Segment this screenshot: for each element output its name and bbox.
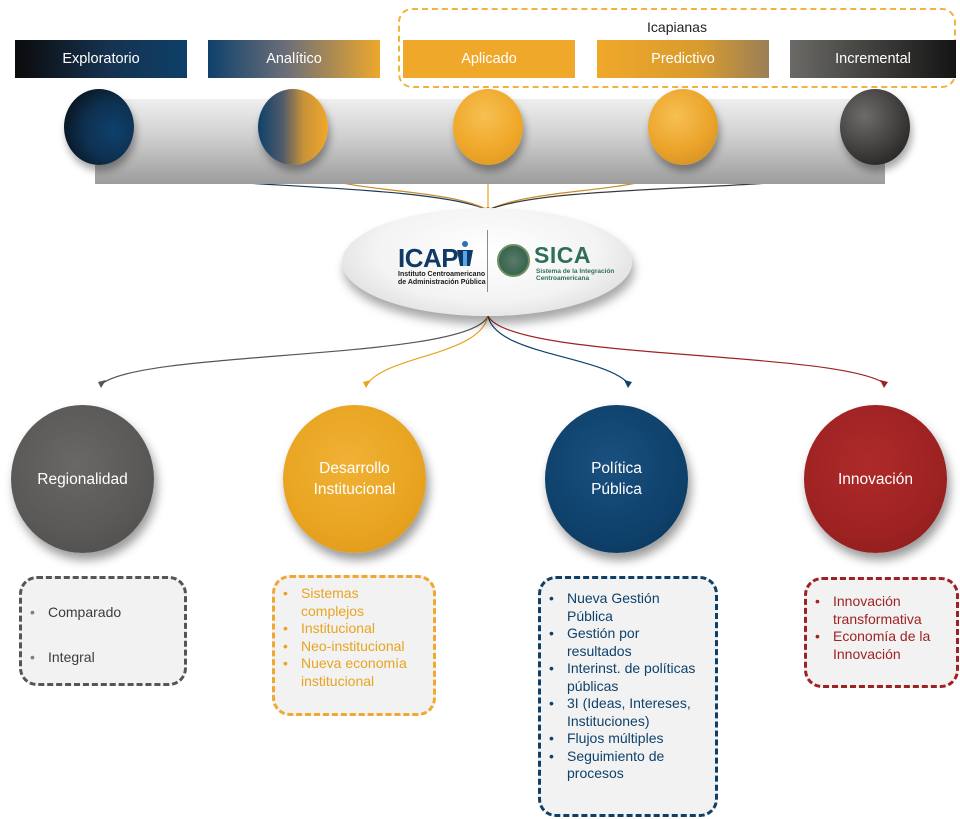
icap-subtitle-line2: de Administración Pública xyxy=(398,279,486,286)
ball-incremental xyxy=(840,89,910,165)
list-item: Nueva economía institucional xyxy=(275,655,433,690)
list-item: Sistemas complejos xyxy=(275,585,433,620)
icap-figure-icon xyxy=(457,241,473,266)
list-item: Gestión por resultados xyxy=(541,625,715,660)
arrowhead-innovacion xyxy=(880,380,888,388)
circle-innovacion-line1: Innovación xyxy=(838,470,913,488)
box-innovacion: Innovación transformativa Economía de la… xyxy=(804,577,959,688)
label-incremental: Incremental xyxy=(790,40,956,78)
list-item: Interinst. de políticas públicas xyxy=(541,660,715,695)
circle-innovacion: Innovación xyxy=(804,405,947,553)
list-item: Nueva Gestión Pública xyxy=(541,590,715,625)
circle-politica-line2: Pública xyxy=(591,481,642,498)
sica-seal-icon xyxy=(497,244,530,277)
circle-desarrollo-line2: Institucional xyxy=(313,481,396,498)
list-item: Comparado xyxy=(22,590,184,635)
list-item: Institucional xyxy=(275,620,433,638)
icap-subtitle-line1: Instituto Centroamericano xyxy=(398,271,486,278)
list-item: Economía de la Innovación xyxy=(807,628,956,663)
sica-subtitle-line1: Sistema de la Integración xyxy=(536,268,615,275)
connector-politica xyxy=(487,315,629,384)
box-politica-publica: Nueva Gestión Pública Gestión por result… xyxy=(538,576,718,817)
list-item: Integral xyxy=(22,635,184,680)
circle-desarrollo-line1: Desarrollo xyxy=(319,460,390,477)
arrowhead-politica xyxy=(624,380,632,388)
label-predictivo: Predictivo xyxy=(597,40,769,78)
icap-subtitle: Instituto Centroamericano de Administrac… xyxy=(398,271,486,287)
connector-innovacion xyxy=(487,315,885,384)
circle-desarrollo-institucional: Desarrollo Institucional xyxy=(283,405,426,553)
label-aplicado: Aplicado xyxy=(403,40,575,78)
ball-predictivo xyxy=(648,89,718,165)
list-item: Neo-institucional xyxy=(275,638,433,656)
icapianas-label: Icapianas xyxy=(647,19,707,35)
circle-regionalidad: Regionalidad xyxy=(11,405,154,553)
icap-wordmark: ICAP xyxy=(398,243,459,273)
list-item: Seguimiento de procesos xyxy=(541,748,715,783)
list-item: Flujos múltiples xyxy=(541,730,715,748)
ball-aplicado xyxy=(453,89,523,165)
box-regionalidad: Comparado Integral xyxy=(19,576,187,686)
circle-regionalidad-line1: Regionalidad xyxy=(37,470,128,488)
ball-analitico xyxy=(258,89,328,165)
list-item: 3I (Ideas, Intereses, Instituciones) xyxy=(541,695,715,730)
label-exploratorio: Exploratorio xyxy=(15,40,187,78)
logo-divider xyxy=(487,230,488,292)
connector-desarrollo xyxy=(367,315,489,384)
box-desarrollo-institucional: Sistemas complejos Institucional Neo-ins… xyxy=(272,575,436,716)
circle-politica-publica: Política Pública xyxy=(545,405,688,553)
sica-subtitle-line2: Centroamericana xyxy=(536,275,590,282)
sica-wordmark: SICA xyxy=(534,242,591,268)
arrowhead-regionalidad xyxy=(98,380,106,388)
circle-politica-line1: Política xyxy=(591,460,642,477)
connector-regionalidad xyxy=(102,315,489,384)
label-analitico: Analítico xyxy=(208,40,380,78)
ball-exploratorio xyxy=(64,89,134,165)
sica-subtitle: Sistema de la Integración Centroamerican… xyxy=(536,268,614,282)
arrowhead-desarrollo xyxy=(363,380,371,388)
list-item: Innovación transformativa xyxy=(807,593,956,628)
